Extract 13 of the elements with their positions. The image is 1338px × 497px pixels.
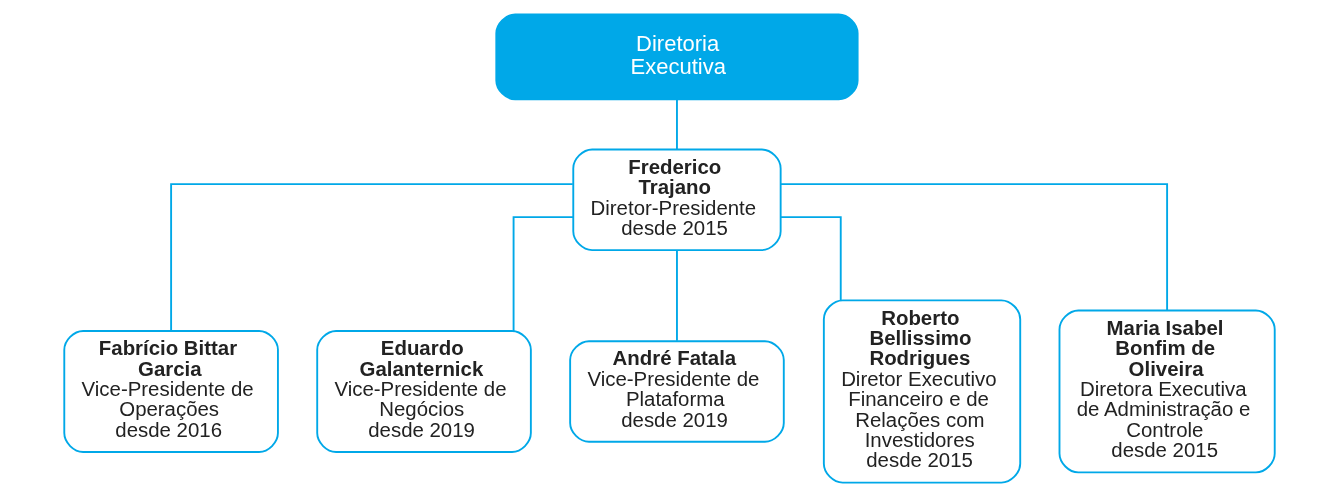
connector (675, 98, 678, 151)
connector (779, 216, 842, 302)
connector (169, 183, 574, 332)
node-box: Maria Isabel Bonfim de Oliveira Diretora Executiva de Administração e Controle desde 2015 (1058, 309, 1276, 474)
node-box: Frederico Trajano Diretor-Presidente desde 2015 (571, 148, 782, 251)
node-box: Roberto Bellissimo Rodrigues Diretor Executivo Financeiro e de Relações com Investidores desde 2015 (822, 299, 1021, 484)
connector (675, 249, 678, 342)
node-box: André Fatala Vice-Presidente de Plataforma desde 2019 (568, 340, 785, 443)
connector (512, 216, 574, 332)
node-box: Eduardo Galanternick Vice-Presidente de Negócios desde 2019 (315, 330, 532, 453)
node-box: Diretoria Executiva (494, 13, 859, 101)
node-box: Fabrício Bittar Garcia Vice-Presidente de Operações desde 2016 (62, 330, 279, 453)
connector (779, 183, 1168, 312)
